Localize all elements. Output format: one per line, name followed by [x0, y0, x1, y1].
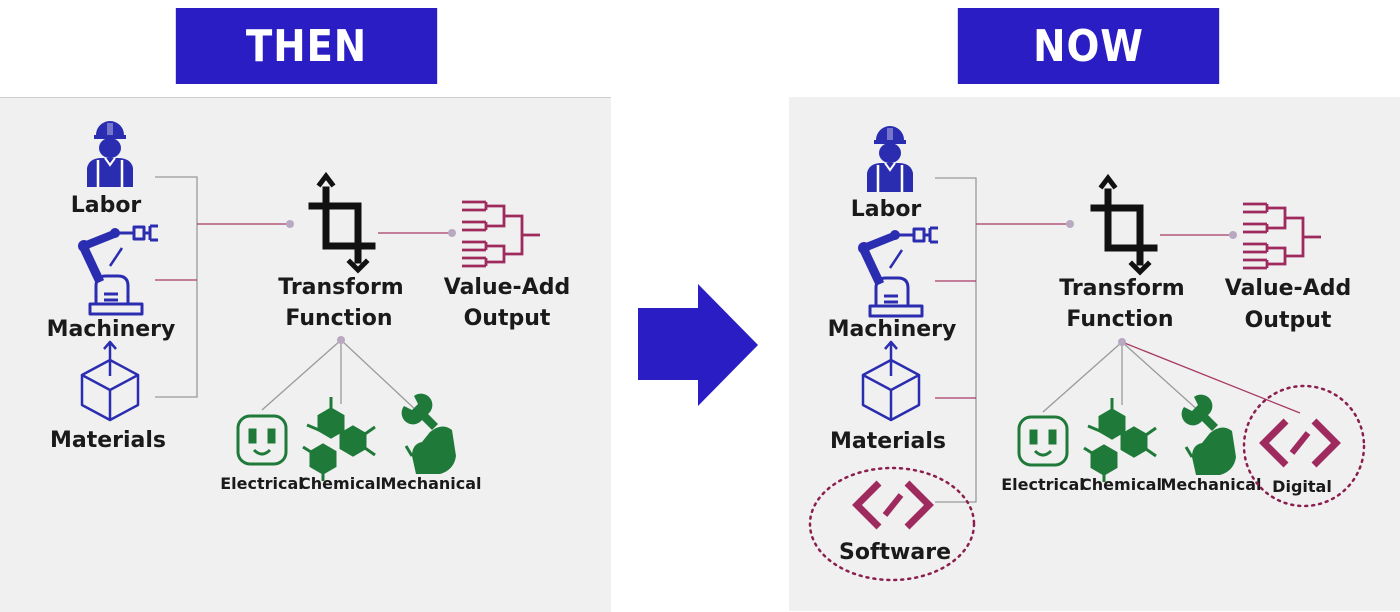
- now-label-machinery: Machinery: [828, 317, 957, 342]
- outlet-icon: [1017, 415, 1069, 467]
- now-transform-line2: Function: [1066, 307, 1173, 332]
- worker-icon: [865, 124, 915, 194]
- now-connector-dot: [1066, 220, 1074, 228]
- bracket-icon: [460, 200, 542, 268]
- robot-arm-icon: [78, 226, 158, 314]
- box-icon: [861, 340, 921, 422]
- box-icon: [80, 340, 140, 422]
- now-connectors: [935, 177, 1301, 503]
- now-label-chemical: Chemical: [1080, 475, 1162, 494]
- worker-icon: [85, 119, 135, 189]
- outlet-icon: [236, 414, 288, 466]
- then-label-chemical: Chemical: [299, 474, 381, 493]
- molecule-icon: [301, 395, 377, 483]
- now-banner: NOW: [957, 8, 1220, 84]
- then-label-electrical: Electrical: [220, 474, 304, 493]
- now-label-digital: Digital: [1272, 477, 1332, 496]
- now-label-mechanical: Mechanical: [1160, 475, 1261, 494]
- now-transform-line1: Transform: [1059, 276, 1185, 301]
- now-output-line1: Value-Add: [1225, 276, 1351, 301]
- transition-arrow: [638, 284, 758, 406]
- then-label-labor: Labor: [71, 193, 142, 218]
- then-label-mechanical: Mechanical: [380, 474, 481, 493]
- then-label-machinery: Machinery: [47, 317, 176, 342]
- now-output-dot: [1229, 231, 1237, 239]
- then-connectors: [155, 176, 452, 398]
- then-transform-line2: Function: [285, 306, 392, 331]
- then-output-line2: Output: [464, 306, 551, 331]
- software-highlight-circle: [808, 466, 976, 582]
- then-output-dot: [448, 229, 456, 237]
- molecule-icon: [1082, 396, 1158, 484]
- then-transform-line1: Transform: [278, 275, 404, 300]
- now-label-materials: Materials: [830, 429, 946, 454]
- bracket-icon: [1241, 202, 1323, 270]
- now-label-labor: Labor: [851, 197, 922, 222]
- now-label-software: Software: [839, 540, 951, 565]
- then-label-materials: Materials: [50, 428, 166, 453]
- now-branch-lines: [1042, 341, 1201, 413]
- code-icon: [857, 483, 929, 527]
- wrench-hand-icon: [1180, 393, 1238, 477]
- then-banner: THEN: [175, 8, 438, 84]
- code-icon: [1264, 421, 1336, 465]
- now-branch-dot: [1118, 338, 1126, 346]
- crop-icon: [1094, 178, 1154, 272]
- then-connector-dot: [286, 220, 294, 228]
- crop-icon: [312, 176, 372, 270]
- then-branch-dot: [337, 336, 345, 344]
- now-output-line2: Output: [1245, 308, 1332, 333]
- now-label-electrical: Electrical: [1001, 475, 1085, 494]
- then-output-line1: Value-Add: [444, 275, 570, 300]
- then-branch-lines: [261, 339, 419, 413]
- digital-highlight-circle: [1242, 384, 1366, 508]
- wrench-hand-icon: [400, 392, 458, 476]
- robot-arm-icon: [858, 228, 938, 316]
